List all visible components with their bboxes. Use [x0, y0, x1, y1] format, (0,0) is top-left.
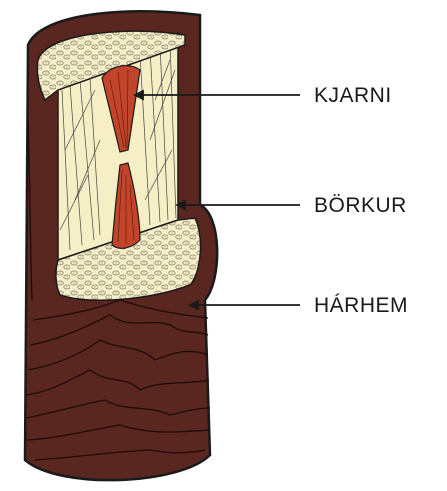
label-cuticle: HÁRHEM	[314, 294, 408, 317]
label-cortex: BÖRKUR	[314, 194, 407, 217]
label-core: KJARNI	[314, 84, 392, 107]
